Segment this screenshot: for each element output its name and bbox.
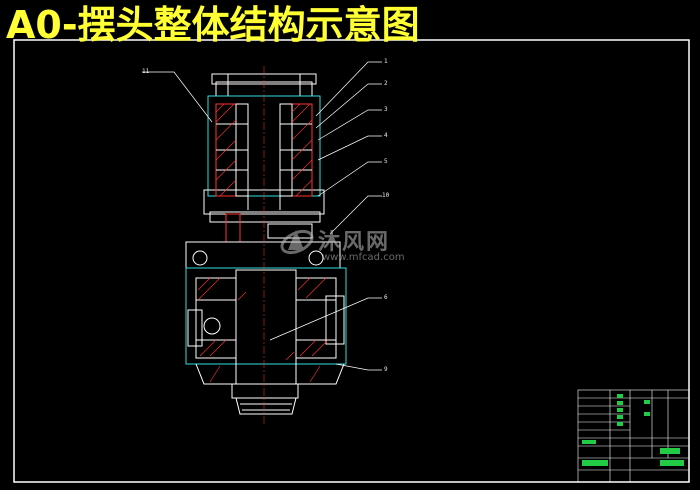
leader-lines bbox=[142, 61, 382, 371]
callout-6: 6 bbox=[384, 294, 388, 301]
watermark-url: www.mfcad.com bbox=[322, 252, 405, 263]
callout-3: 3 bbox=[384, 106, 388, 113]
watermark-text: 沐风网 bbox=[318, 230, 391, 255]
watermark: 沐风网 www.mfcad.com bbox=[278, 222, 438, 268]
title-block-green bbox=[582, 394, 684, 466]
lower-hatching bbox=[197, 277, 329, 383]
callout-9: 9 bbox=[384, 366, 388, 373]
upper-hatching bbox=[215, 103, 313, 197]
callout-1: 1 bbox=[384, 58, 388, 65]
lower-assembly bbox=[185, 241, 347, 415]
callout-11: 11 bbox=[142, 68, 150, 75]
callout-4: 4 bbox=[384, 132, 388, 139]
drawing-title: A0-摆头整体结构示意图 bbox=[6, 3, 420, 47]
drawing-border bbox=[13, 39, 690, 483]
watermark-logo-icon bbox=[280, 229, 314, 255]
callout-2: 2 bbox=[384, 80, 388, 87]
callout-10: 10 bbox=[382, 192, 390, 199]
callout-5: 5 bbox=[384, 158, 388, 165]
title-block bbox=[577, 389, 690, 483]
